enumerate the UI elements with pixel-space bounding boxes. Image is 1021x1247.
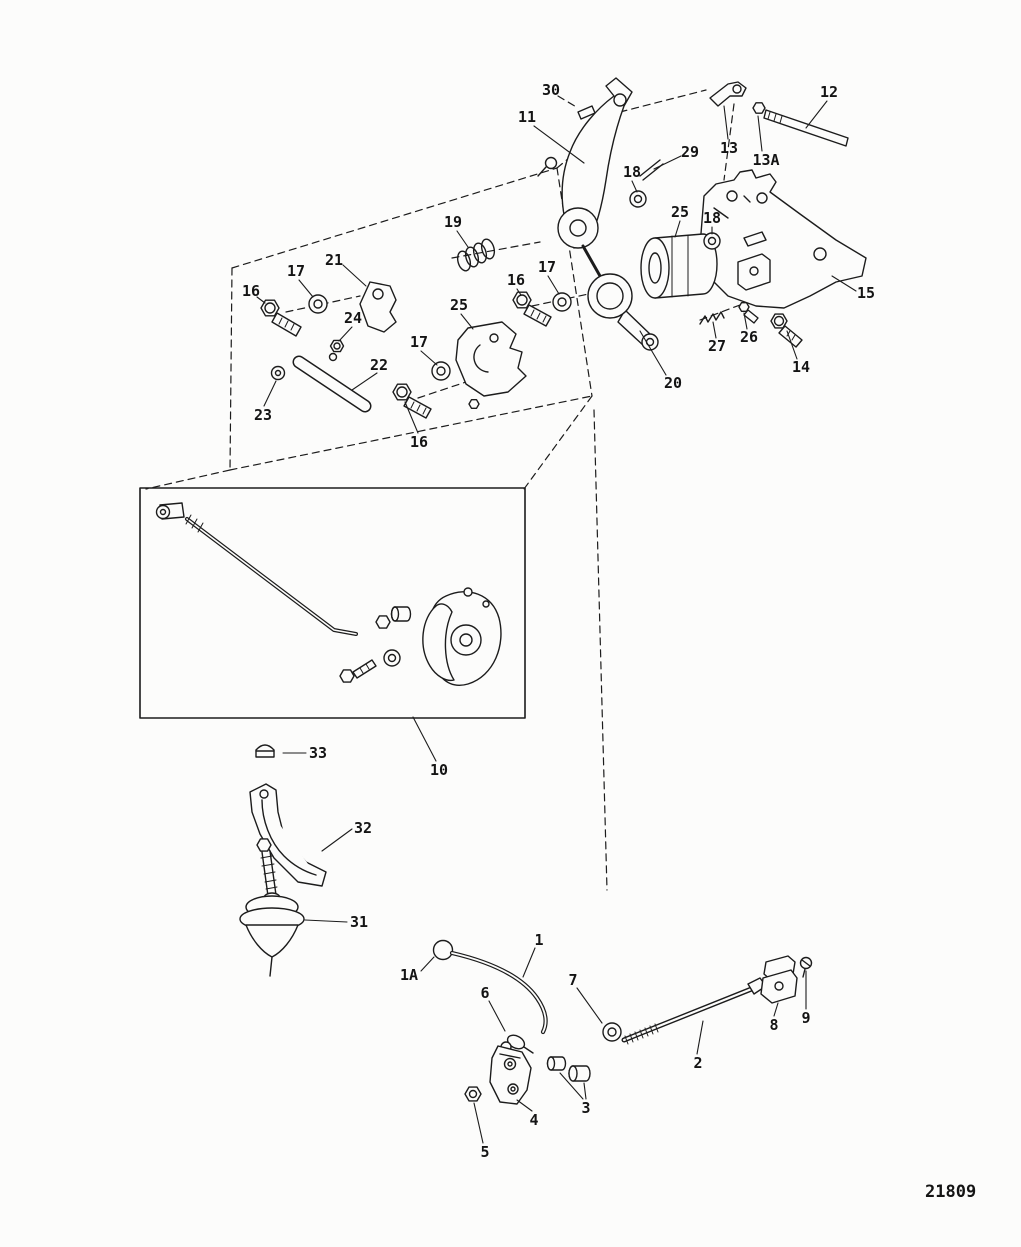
callout-label-20: 20 — [663, 374, 683, 392]
callout-label-1: 1 — [534, 931, 544, 949]
callout-label-23: 23 — [253, 406, 273, 424]
callout-label-16: 16 — [506, 271, 526, 289]
callout-label-18: 18 — [622, 163, 642, 181]
callout-label-4: 4 — [529, 1111, 539, 1129]
callout-label-14: 14 — [791, 358, 811, 376]
part-5-nut — [464, 1086, 482, 1102]
part-8-anchor-block — [760, 955, 798, 1004]
callout-label-9: 9 — [801, 1009, 811, 1027]
callout-label-18: 18 — [702, 209, 722, 227]
part-3-bushings — [546, 1056, 591, 1082]
part-27-spring — [699, 311, 725, 325]
part-14-bolt — [770, 313, 803, 348]
callout-label-17: 17 — [286, 262, 306, 280]
callout-label-25: 25 — [449, 296, 469, 314]
callout-label-26: 26 — [739, 328, 759, 346]
detail-box-10 — [139, 487, 526, 719]
callout-label-17: 17 — [537, 258, 557, 276]
callout-label-29: 29 — [680, 143, 700, 161]
part-16-screw-left — [260, 299, 302, 337]
callout-label-16: 16 — [241, 282, 261, 300]
callout-label-33: 33 — [308, 744, 328, 762]
part-31-valve — [239, 838, 305, 977]
callout-label-25: 25 — [670, 203, 690, 221]
part-13-clevis — [709, 81, 747, 107]
part-15-plate — [699, 169, 867, 309]
callout-label-30: 30 — [541, 81, 561, 99]
callout-label-32: 32 — [353, 819, 373, 837]
callout-label-3: 3 — [581, 1099, 591, 1117]
part-19-spring — [456, 238, 496, 272]
part-29-pin — [639, 159, 664, 181]
callout-label-21: 21 — [324, 251, 344, 269]
callout-label-15: 15 — [856, 284, 876, 302]
callout-label-12: 12 — [819, 83, 839, 101]
part-9-screw — [799, 956, 813, 978]
part-7-washer — [602, 1022, 622, 1042]
part-21-bracket — [359, 281, 397, 333]
callout-label-1A: 1A — [399, 966, 419, 984]
callout-label-8: 8 — [769, 1016, 779, 1034]
leader-lines — [256, 100, 857, 1144]
part-32-bracket — [249, 783, 327, 887]
callout-label-16: 16 — [409, 433, 429, 451]
callout-label-13: 13 — [719, 139, 739, 157]
callout-label-22: 22 — [369, 356, 389, 374]
drawing-number: 21809 — [925, 1182, 977, 1202]
part-26-screw — [738, 302, 759, 324]
callout-label-31: 31 — [349, 913, 369, 931]
part-13a-nut — [752, 102, 766, 114]
part-23-washer — [270, 365, 286, 381]
part-33-cap-nut — [255, 744, 275, 758]
part-17-washer-left — [308, 294, 328, 314]
callout-label-7: 7 — [568, 971, 578, 989]
callout-label-13A: 13A — [752, 151, 780, 169]
callout-label-17: 17 — [409, 333, 429, 351]
callout-label-11: 11 — [517, 108, 537, 126]
callout-label-27: 27 — [707, 337, 727, 355]
part-16-screw-mid — [512, 291, 552, 327]
part-25-solenoid — [640, 233, 718, 299]
part-17-washer-mid — [552, 292, 572, 312]
construction-lines — [145, 89, 749, 891]
part-24-nut — [328, 339, 345, 362]
callout-label-24: 24 — [343, 309, 363, 327]
part-22-link — [292, 355, 372, 413]
part-11-throttle-lever — [537, 77, 633, 278]
part-mount-block — [737, 253, 771, 291]
callout-label-10: 10 — [429, 761, 449, 779]
part-1-throttle-rod — [432, 939, 548, 1035]
part-4-bracket — [489, 1045, 532, 1105]
callout-label-2: 2 — [693, 1054, 703, 1072]
part-25-cam-plate — [455, 321, 527, 409]
callout-label-6: 6 — [480, 984, 490, 1002]
callout-label-5: 5 — [480, 1143, 490, 1161]
part-16-screw-bottom — [392, 383, 432, 419]
part-30-pin — [577, 105, 596, 120]
part-17-washer-bottom — [431, 361, 451, 381]
plate-pin — [743, 231, 767, 247]
callout-label-19: 19 — [443, 213, 463, 231]
part-2-threaded-rod — [621, 977, 767, 1045]
